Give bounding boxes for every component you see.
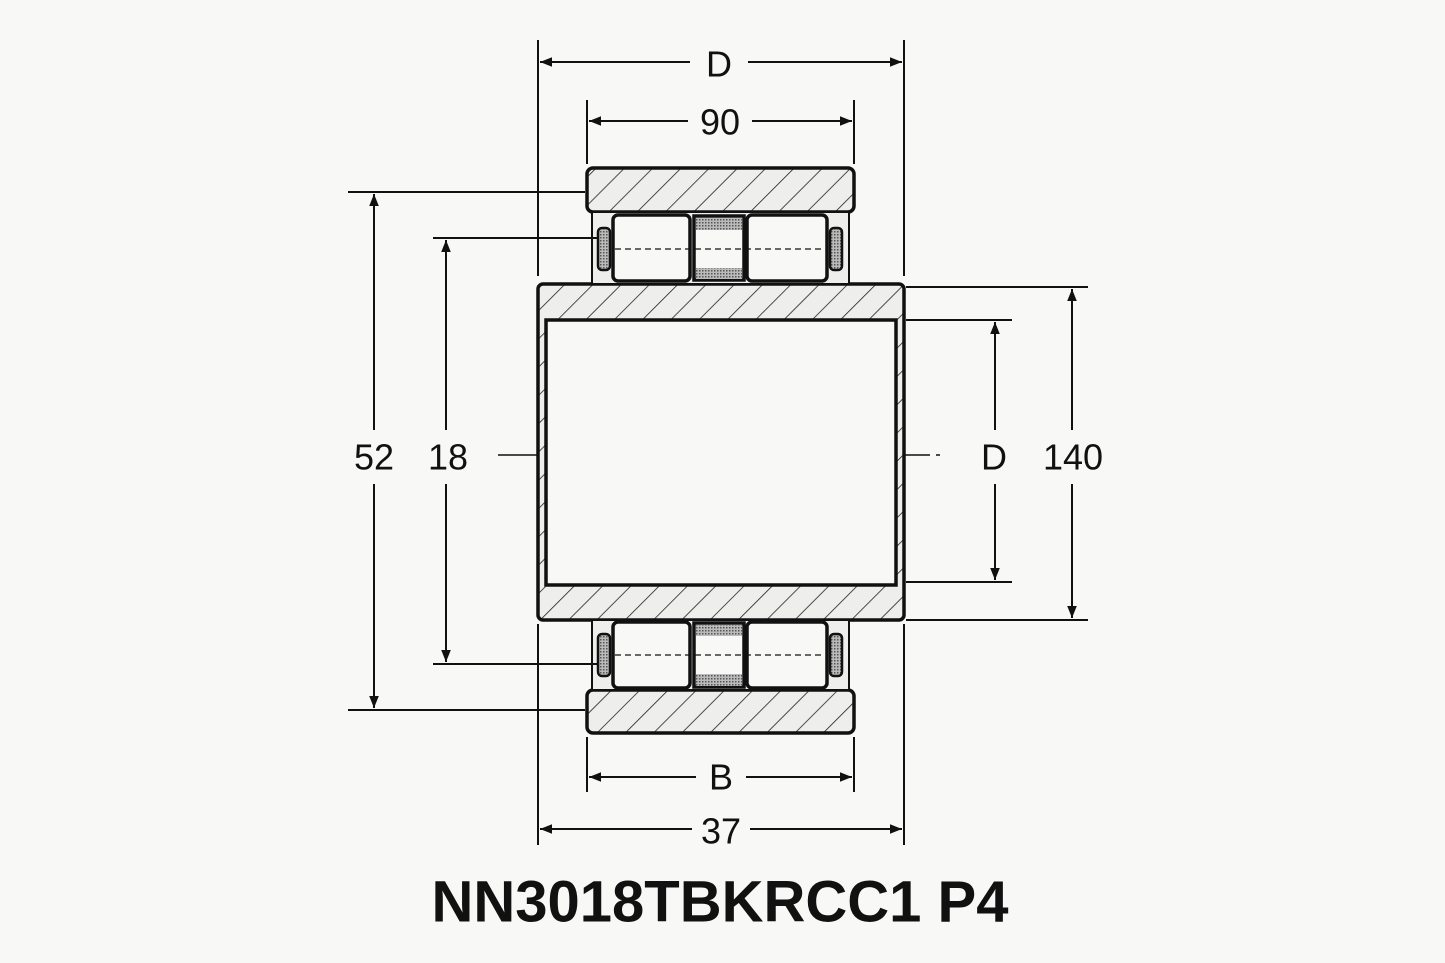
part-number-title: NN3018TBKRCC1 P4 xyxy=(432,870,1009,935)
dim-label-top-inner: 90 xyxy=(700,102,740,143)
roller xyxy=(611,213,692,283)
outer-ring-bottom xyxy=(585,688,856,735)
dim-label-bottom-outer: 37 xyxy=(701,811,741,852)
inner-ring xyxy=(536,282,906,622)
dim-label-left-outer: 52 xyxy=(354,437,394,478)
dim-label-top-outer: D xyxy=(706,44,732,85)
outer-ring-top xyxy=(585,166,856,214)
dim-label-right-inner: D xyxy=(981,437,1007,478)
extension-lines xyxy=(348,40,1088,845)
top-roller-assembly xyxy=(585,166,856,285)
dimension-lines xyxy=(369,57,1077,834)
dim-label-bottom-inner: B xyxy=(709,757,733,798)
dim-label-left-inner: 18 xyxy=(428,437,468,478)
bottom-roller-assembly xyxy=(585,619,856,735)
roller xyxy=(745,213,829,283)
dim-label-right-outer: 140 xyxy=(1043,437,1103,478)
